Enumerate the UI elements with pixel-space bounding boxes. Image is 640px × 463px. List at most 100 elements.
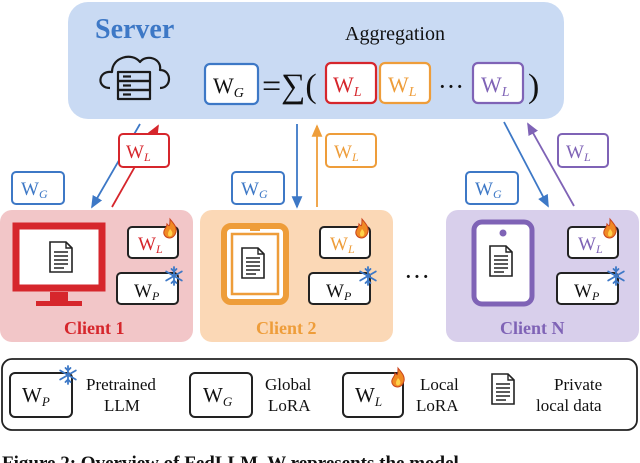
weight-subscript: L: [595, 242, 603, 256]
svg-text:WL: WL: [355, 383, 382, 409]
weight-subscript: G: [223, 394, 233, 409]
uplink-weight-clientN: [557, 133, 609, 168]
weight-symbol: W: [21, 179, 39, 200]
legend-global-line2: LoRA: [268, 396, 311, 415]
weight-subscript: G: [39, 187, 48, 201]
weight-subscript: G: [234, 86, 244, 101]
uplink-weight-client1: [118, 133, 170, 168]
weight-symbol: W: [330, 234, 348, 255]
weight-symbol: W: [388, 72, 409, 97]
weight-subscript: L: [501, 85, 510, 100]
legend-global-weight: [189, 372, 253, 418]
weight-symbol: W: [213, 73, 234, 98]
server-local-weight-purple: [471, 61, 525, 105]
weight-symbol: W: [334, 142, 352, 163]
svg-text:WL: WL: [388, 72, 417, 100]
arrow-clientN-to-server: [527, 122, 575, 207]
svg-text:WL: WL: [330, 234, 355, 256]
figure-caption: Figure 2: Overview of FedLLM. W represen…: [2, 453, 459, 463]
formula-ellipsis: ···: [438, 72, 464, 101]
clientN-label: Client N: [500, 318, 565, 338]
legend-global-line1: Global: [265, 375, 312, 394]
formula-close-paren: ): [528, 68, 539, 105]
legend-pretrained-line2: LLM: [104, 396, 140, 415]
client1-pretrained-weight: [116, 272, 179, 305]
weight-subscript: L: [583, 150, 591, 164]
weight-symbol: W: [126, 142, 144, 163]
weight-symbol: W: [578, 234, 596, 255]
weight-subscript: P: [151, 289, 160, 303]
weight-symbol: W: [203, 383, 223, 407]
weight-subscript: G: [259, 187, 268, 201]
client2-pretrained-weight: [308, 272, 371, 305]
svg-text:WL: WL: [138, 234, 163, 256]
legend-pretrained-line1: Pretrained: [86, 375, 156, 394]
svg-text:WL: WL: [566, 142, 591, 164]
document-icon: [49, 241, 73, 273]
svg-text:WL: WL: [126, 142, 151, 164]
weight-symbol: W: [333, 72, 354, 97]
weight-subscript: G: [493, 187, 502, 201]
legend-pretrained-weight: [9, 372, 73, 418]
weight-subscript: L: [347, 242, 355, 256]
weight-symbol: W: [326, 281, 344, 302]
svg-text:WL: WL: [334, 142, 359, 164]
downlink-weight-client1: [11, 171, 65, 205]
svg-text:WG: WG: [21, 179, 48, 201]
svg-text:WL: WL: [333, 72, 362, 100]
weight-symbol: W: [138, 234, 156, 255]
weight-subscript: P: [41, 394, 50, 409]
legend-local-weight: [342, 372, 404, 418]
weight-subscript: P: [343, 289, 352, 303]
weight-subscript: L: [155, 242, 163, 256]
weight-symbol: W: [574, 281, 592, 302]
clientN-pretrained-weight: [556, 272, 619, 305]
legend-box: [1, 358, 638, 431]
server-title: Server: [95, 14, 174, 45]
weight-subscript: L: [408, 85, 417, 100]
server-local-weight-red: [324, 61, 378, 105]
weight-subscript: L: [374, 394, 382, 409]
cloud-server-icon: [99, 55, 171, 101]
weight-subscript: L: [143, 150, 151, 164]
svg-text:WG: WG: [241, 179, 268, 201]
weight-symbol: W: [355, 383, 375, 407]
legend-local-line2: LoRA: [416, 396, 459, 415]
client1-label: Client 1: [64, 318, 125, 338]
svg-text:WP: WP: [134, 281, 160, 303]
svg-text:WG: WG: [213, 73, 244, 101]
legend-local-line1: Local: [420, 375, 459, 394]
svg-text:WG: WG: [203, 383, 233, 409]
svg-text:WP: WP: [22, 383, 50, 409]
weight-symbol: W: [241, 179, 259, 200]
weight-subscript: P: [591, 289, 600, 303]
document-icon: [241, 247, 265, 279]
downlink-weight-client2: [231, 171, 285, 205]
clients-ellipsis: ···: [404, 262, 430, 291]
server-box: [68, 2, 564, 119]
aggregation-label: Aggregation: [345, 23, 445, 45]
svg-text:WG: WG: [475, 179, 502, 201]
weight-symbol: W: [22, 383, 42, 407]
weight-symbol: W: [134, 281, 152, 302]
document-icon: [489, 245, 513, 277]
svg-text:WP: WP: [574, 281, 600, 303]
downlink-weight-clientN: [465, 171, 519, 205]
document-icon: [491, 373, 515, 405]
svg-text:WP: WP: [326, 281, 352, 303]
weight-symbol: W: [475, 179, 493, 200]
uplink-weight-client2: [325, 133, 377, 168]
server-global-weight: [203, 62, 260, 106]
svg-text:WL: WL: [481, 72, 510, 100]
weight-subscript: L: [353, 85, 362, 100]
client2-label: Client 2: [256, 318, 317, 338]
weight-symbol: W: [566, 142, 584, 163]
weight-symbol: W: [481, 72, 502, 97]
formula-equals-sum: =∑(: [262, 68, 317, 105]
server-local-weight-orange: [378, 61, 432, 105]
legend-private-line1: Private: [554, 375, 602, 394]
legend-private-line2: local data: [536, 396, 602, 415]
weight-subscript: L: [351, 150, 359, 164]
arrow-server-to-clientN: [503, 121, 549, 208]
